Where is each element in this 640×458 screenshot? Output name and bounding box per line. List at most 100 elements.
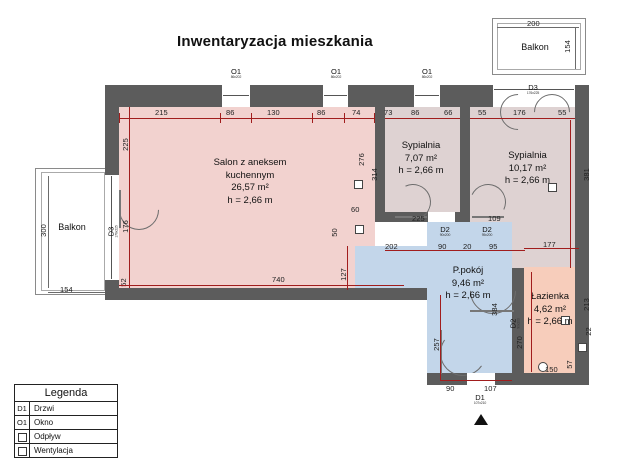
dim-mid-50: 50 bbox=[329, 228, 339, 237]
window-o1-a-glass bbox=[324, 95, 347, 96]
dim-right-213: 213 bbox=[581, 298, 591, 311]
dimline-top-bed1 bbox=[385, 118, 460, 119]
tag-o1-b: O1 86x202 bbox=[407, 68, 447, 79]
dim-top3-2: 176 bbox=[513, 108, 526, 117]
room-area: 10,17 m² bbox=[508, 162, 547, 174]
wall-int-bed1-bed2 bbox=[460, 85, 470, 212]
room-label-przedpokoj: P.pokój 9,46 m² h = 2,66 m bbox=[423, 265, 513, 303]
window-o1-a bbox=[323, 85, 348, 107]
dim-right-314: 314 bbox=[369, 168, 379, 181]
dim-right-276: 276 bbox=[356, 153, 366, 166]
window-o1-c bbox=[222, 85, 250, 107]
dim-top2-1: 73 bbox=[384, 108, 393, 117]
dim-mid-225: 225 bbox=[412, 214, 425, 223]
dimline-270 bbox=[531, 272, 532, 372]
dim-top3-1: 55 bbox=[478, 108, 487, 117]
dim-right-57: 57 bbox=[564, 360, 574, 369]
dimline bbox=[575, 27, 576, 69]
dimtick bbox=[119, 113, 120, 123]
room-height: h = 2,66 m bbox=[398, 165, 444, 177]
tag-sub: 86x202 bbox=[230, 74, 242, 79]
tag-sub: 176x225 bbox=[114, 225, 119, 238]
tag-code: O1 bbox=[230, 67, 241, 76]
wall-top-right-notch bbox=[485, 94, 493, 107]
dimline bbox=[48, 292, 106, 293]
door-leaf-d2-b bbox=[472, 216, 504, 218]
legend-box: Legenda D1 Drzwi O1 Okno Odpływ Wentylac… bbox=[14, 384, 118, 458]
room-area: 7,07 m² bbox=[404, 152, 438, 164]
wall-int-bed1-bottom-b bbox=[455, 212, 470, 222]
room-area: 9,46 m² bbox=[451, 277, 485, 289]
dimline-127 bbox=[347, 246, 348, 290]
dimline-381 bbox=[570, 120, 571, 268]
drain-symbol-bath bbox=[538, 362, 548, 372]
room-hall-top bbox=[355, 246, 427, 288]
room-name: Salon z aneksem bbox=[213, 157, 287, 168]
dim-right-150: 150 bbox=[545, 365, 558, 374]
dim-top-5: 74 bbox=[352, 108, 361, 117]
window-d3-left bbox=[105, 175, 119, 280]
wall-bottom-salon bbox=[105, 288, 439, 300]
tag-code: O1 bbox=[421, 67, 432, 76]
vent-symbol-salon-2 bbox=[354, 180, 363, 189]
tag-sub: 95x200 bbox=[481, 232, 493, 237]
tag-code: D2 bbox=[482, 225, 492, 234]
dim-top-1: 215 bbox=[155, 108, 168, 117]
room-name: Sypialnia bbox=[508, 150, 547, 161]
room-height: h = 2,66 m bbox=[445, 290, 491, 302]
door-leaf-d3-left bbox=[119, 190, 121, 228]
tag-sub: 86x202 bbox=[330, 74, 342, 79]
legend-row-okno: O1 Okno bbox=[15, 416, 117, 430]
legend-key-d1: D1 bbox=[15, 402, 30, 415]
dimline-top-salon bbox=[119, 118, 375, 119]
room-label-salon: Salon z aneksem kuchennym 26,57 m² h = 2… bbox=[180, 157, 320, 207]
dim-bottom-90: 90 bbox=[446, 384, 455, 393]
window-d3-top-glass bbox=[494, 89, 574, 90]
tag-code: D3 bbox=[528, 83, 538, 92]
dim-bottom-107: 107 bbox=[484, 384, 497, 393]
door-opening-d1 bbox=[467, 373, 495, 385]
north-arrow bbox=[474, 414, 488, 425]
vent-icon bbox=[15, 444, 30, 457]
room-label-sypialnia-2: Sypialnia 10,17 m² h = 2,66 m bbox=[480, 150, 575, 188]
tag-d2-a: D2 90x200 bbox=[430, 226, 460, 237]
dim-mid-202: 202 bbox=[385, 242, 398, 251]
dim-balcony-left-width: 154 bbox=[60, 285, 73, 294]
balcony-left-label: Balkon bbox=[58, 222, 86, 232]
dim-right-270: 270 bbox=[514, 336, 524, 349]
room-name: Sypialnia bbox=[401, 140, 441, 151]
dimline-left bbox=[129, 107, 130, 288]
dim-top-4: 86 bbox=[317, 108, 326, 117]
room-label-lazienka: Łazienka 4,62 m² h = 2,66 m bbox=[519, 291, 581, 329]
drain-icon bbox=[15, 430, 30, 443]
dimline bbox=[497, 27, 579, 28]
vent-symbol-bed2 bbox=[548, 183, 557, 192]
legend-row-drzwi: D1 Drzwi bbox=[15, 402, 117, 416]
dim-balcony-top-width: 200 bbox=[527, 19, 540, 28]
dimline-top-bed2 bbox=[470, 118, 575, 119]
room-sypialnia-1 bbox=[385, 107, 460, 212]
balcony-top-label: Balkon bbox=[521, 42, 549, 52]
room-height: h = 2,66 m bbox=[227, 194, 273, 206]
dimtick bbox=[312, 113, 313, 123]
door-leaf-d2-a bbox=[395, 216, 427, 218]
dimtick bbox=[374, 113, 375, 123]
vent-symbol-salon bbox=[355, 225, 364, 234]
wall-left-upper bbox=[105, 85, 119, 175]
balcony-top-inner bbox=[497, 23, 581, 70]
tag-sub: 90x200 bbox=[439, 232, 451, 237]
tag-d1: D1 107x210 bbox=[460, 394, 500, 405]
dim-top-2: 86 bbox=[226, 108, 235, 117]
wall-bath-left bbox=[512, 255, 524, 373]
dimtick bbox=[220, 113, 221, 123]
window-o1-c-glass bbox=[223, 95, 249, 96]
tag-sub: 176x225 bbox=[526, 90, 540, 95]
dimline-bottom-salon bbox=[119, 285, 404, 286]
legend-title: Legenda bbox=[15, 385, 117, 402]
room-height: h = 2,66 m bbox=[527, 316, 573, 328]
dim-right-22: 22 bbox=[583, 327, 593, 336]
legend-label-okno: Okno bbox=[34, 418, 54, 427]
room-label-sypialnia-1: Sypialnia 7,07 m² h = 2,66 m bbox=[380, 140, 462, 178]
balcony-left-inner bbox=[41, 172, 105, 291]
